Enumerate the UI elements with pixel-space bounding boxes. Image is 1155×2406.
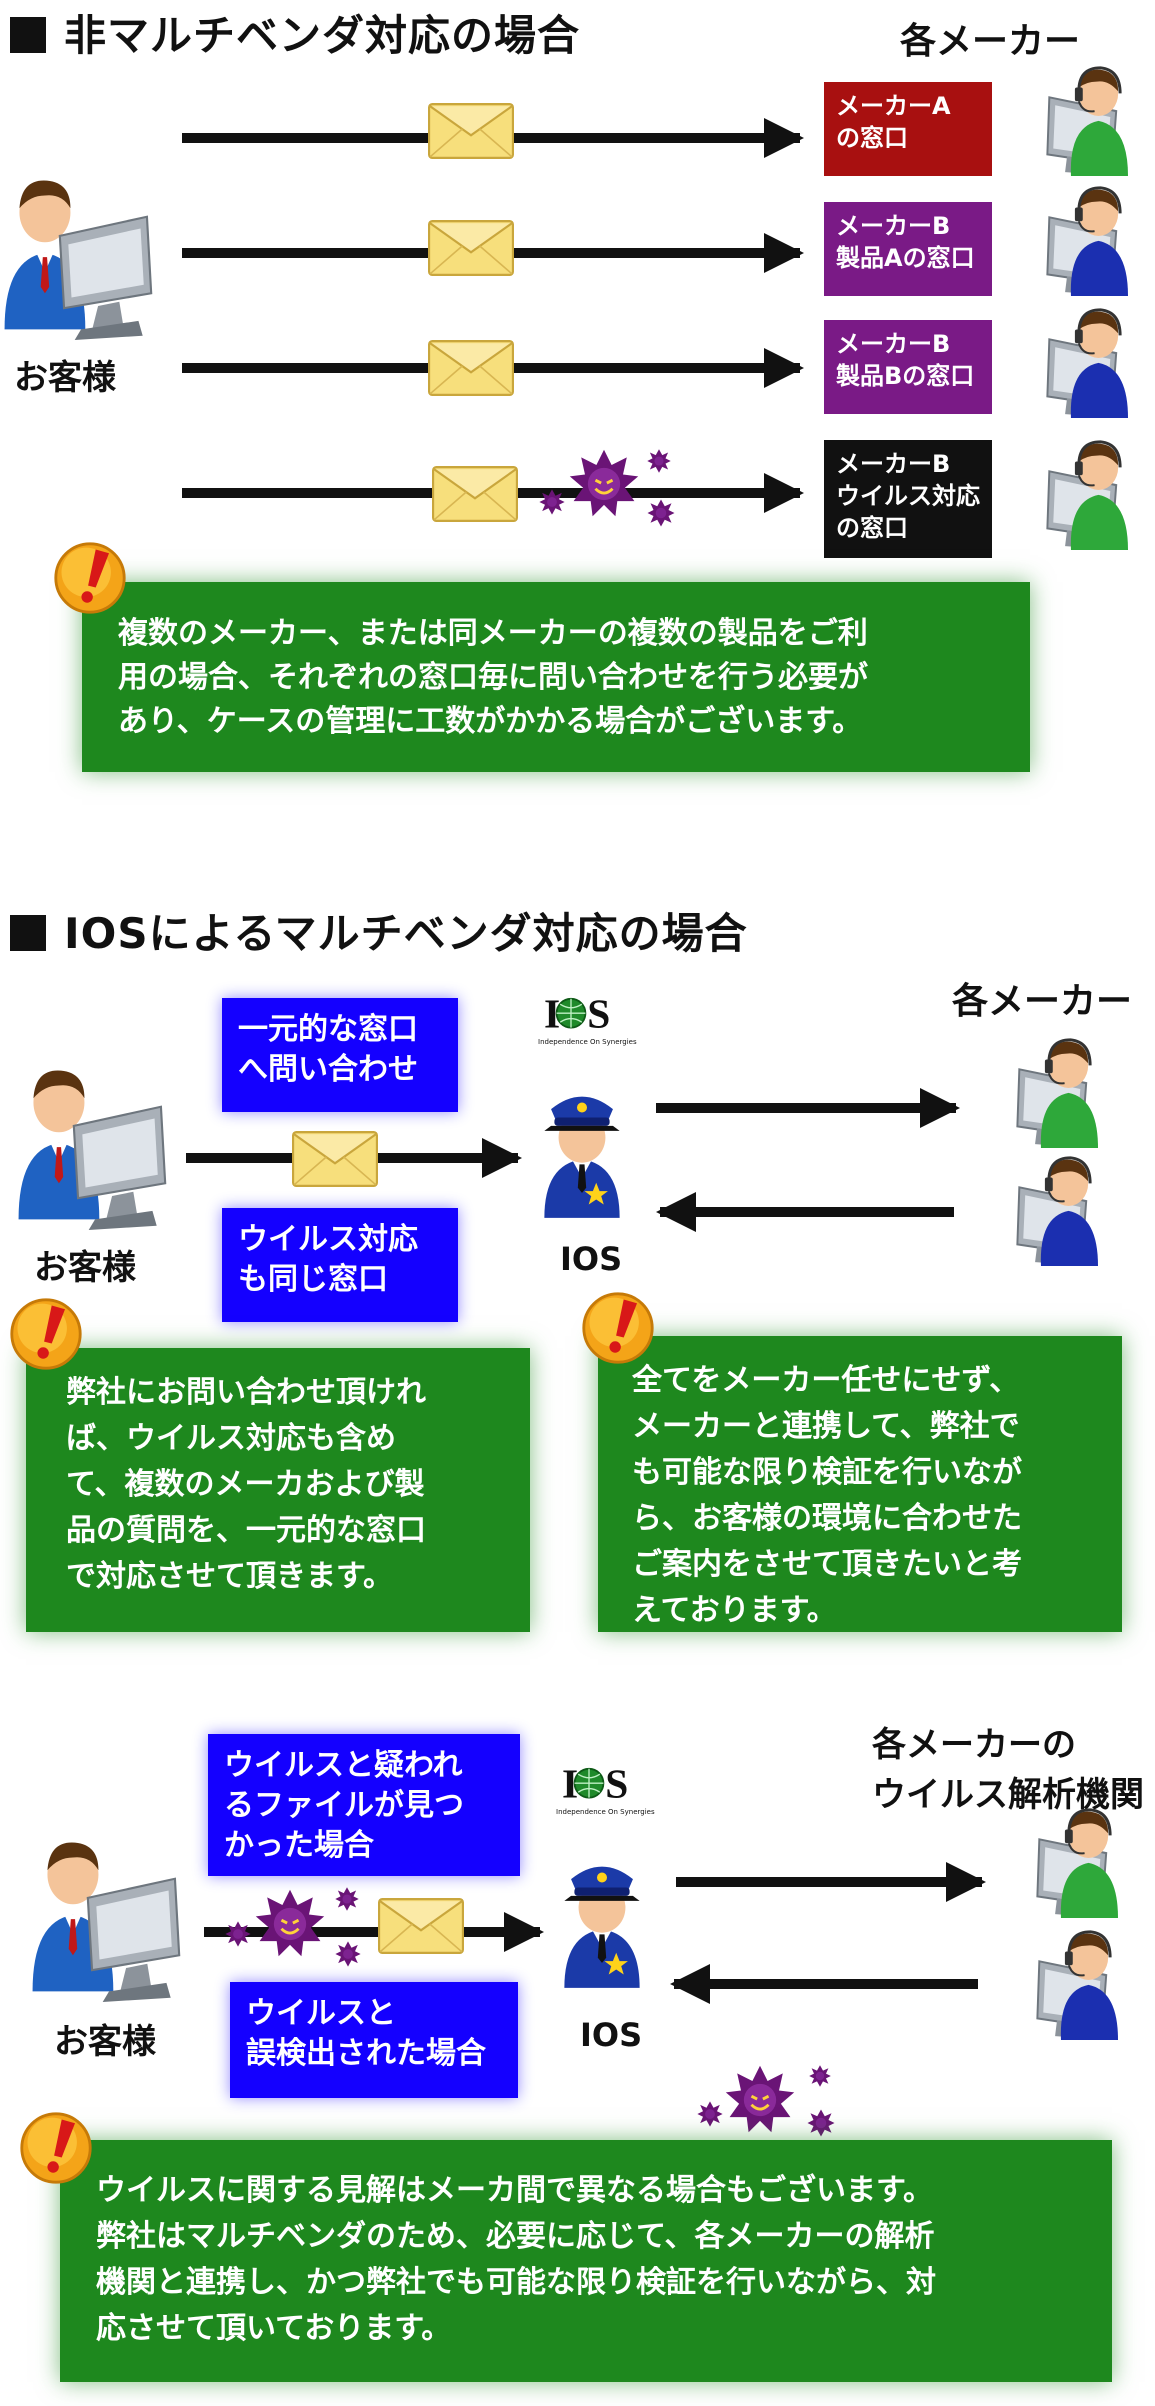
ios-logo-tagline: Independence On Synergies [538, 1038, 637, 1046]
envelope-icon [378, 1898, 464, 1954]
envelope-icon [428, 340, 514, 396]
virus-icon [568, 448, 640, 518]
section3-arrows [204, 1862, 986, 2004]
makers-label: 各メーカー [952, 981, 1133, 1022]
envelope-icon [428, 220, 514, 276]
virus-icon [254, 1888, 326, 1958]
box-false-positive: ウイルスと 誤検出された場合 [230, 1982, 518, 2098]
envelope-icon [428, 103, 514, 159]
section2-title: IOSによるマルチベンダ対応の場合 [10, 900, 748, 961]
virus-small-icon [225, 1921, 251, 1947]
customer-label: お客様 [34, 1248, 136, 1288]
virus-small-icon [335, 1887, 359, 1911]
virus-icon [724, 2064, 796, 2134]
ios-label: IOS [560, 1240, 623, 1278]
box-same-virus-contact: ウイルス対応 も同じ窓口 [222, 1208, 458, 1322]
virus-small-icon [335, 1941, 361, 1967]
vendor-box-a: メーカーA の窓口 [824, 82, 992, 176]
virus-small-icon [647, 499, 675, 527]
operator-icon [1045, 186, 1128, 296]
virus-small-icon [809, 2065, 831, 2087]
alert-icon [20, 2112, 92, 2184]
operator-icon [1045, 440, 1128, 550]
customer-label: お客様 [14, 358, 116, 398]
envelope-icon [432, 466, 518, 522]
section2-note-right: 全てをメーカー任せにせず、 メーカーと連携して、弊社で も可能な限り検証を行いな… [598, 1336, 1122, 1632]
box-suspected-file: ウイルスと疑われ るファイルが見つ かった場合 [208, 1734, 520, 1876]
section1-note: 複数のメーカー、または同メーカーの複数の製品をご利 用の場合、それぞれの窓口毎に… [82, 582, 1030, 772]
virus-small-icon [647, 449, 671, 473]
square-bullet-icon [10, 915, 46, 951]
police-icon [544, 1096, 620, 1218]
alert-icon [582, 1292, 654, 1364]
ios-logo: Independence On Synergies [556, 1758, 655, 1820]
vendor-box-b-product-a: メーカーB 製品Aの窓口 [824, 202, 992, 296]
section2-note-left: 弊社にお問い合わせ頂けれ ば、ウイルス対応も含め て、複数のメーカおよび製 品の… [26, 1348, 530, 1632]
operator-icon [1015, 1156, 1098, 1266]
envelope-icon [292, 1131, 378, 1187]
operator-icon [1035, 1930, 1118, 2040]
alert-icon [10, 1298, 82, 1370]
square-bullet-icon [10, 17, 46, 53]
operator-icon [1015, 1038, 1098, 1148]
analysis-makers-label: 各メーカーの ウイルス解析機関 [872, 1725, 1144, 1815]
box-single-contact: 一元的な窓口 へ問い合わせ [222, 998, 458, 1112]
vendor-box-b-virus: メーカーB ウイルス対応 の窓口 [824, 440, 992, 558]
ios-logo-tagline: Independence On Synergies [556, 1808, 655, 1816]
ios-logo-icon [560, 1759, 630, 1808]
virus-small-icon [539, 489, 565, 515]
ios-logo: Independence On Synergies [538, 988, 637, 1050]
operator-icon [1045, 308, 1128, 418]
virus-small-icon [807, 2109, 835, 2137]
police-icon [564, 1866, 640, 1988]
section3-note: ウイルスに関する見解はメーカ間で異なる場合もございます。 弊社はマルチベンダのた… [60, 2140, 1112, 2382]
customer-label: お客様 [54, 2022, 156, 2062]
vendor-box-b-product-b: メーカーB 製品Bの窓口 [824, 320, 992, 414]
virus-small-icon [697, 2101, 723, 2127]
operator-icon [1035, 1808, 1118, 1918]
ios-logo-icon [542, 989, 612, 1038]
alert-icon [54, 542, 126, 614]
section1-title: 非マルチベンダ対応の場合 [10, 2, 580, 63]
ios-label: IOS [580, 2016, 643, 2054]
operator-icon [1045, 66, 1128, 176]
makers-label: 各メーカー [900, 21, 1081, 62]
